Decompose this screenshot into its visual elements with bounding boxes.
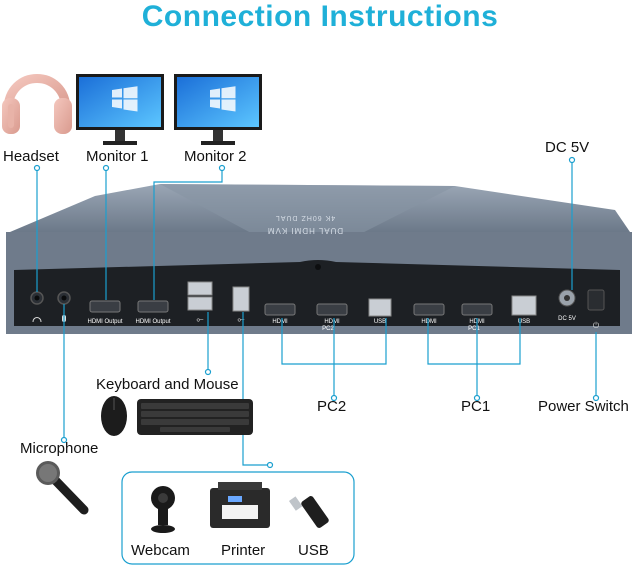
monitor-2-icon (174, 74, 262, 145)
microphone-jack[interactable] (57, 291, 71, 305)
usb-drive-icon (288, 496, 329, 528)
label-headset: Headset (3, 148, 59, 165)
keyboard-icon (137, 399, 253, 435)
pc1-usb-b-port[interactable] (511, 295, 537, 316)
usb-symbol-icon: ⟜ (196, 314, 203, 324)
label-microphone: Microphone (20, 440, 99, 457)
headset-jack[interactable] (30, 291, 44, 305)
pc2-group-label: PC2 (322, 326, 334, 332)
mouse-icon (101, 396, 127, 436)
power-switch-button[interactable] (587, 289, 605, 311)
monitor-1-icon (76, 74, 164, 145)
pc1-hdmi-port-2[interactable] (461, 303, 493, 316)
power-symbol-icon: ⏻ (593, 321, 600, 330)
hdmi-output-port-1[interactable] (89, 300, 121, 313)
usb-keyboard-mouse-ports[interactable] (187, 281, 213, 311)
label-webcam: Webcam (131, 542, 190, 559)
device-top-text-1: DUAL HDMI KVM (267, 226, 343, 235)
connector-lines (36, 160, 597, 466)
dc-port-label: DC 5V (558, 316, 576, 322)
label-power-switch: Power Switch (538, 398, 629, 415)
label-pc1: PC1 (461, 398, 491, 415)
label-monitor-1: Monitor 1 (86, 148, 149, 165)
microphone-icon (36, 461, 89, 515)
label-pc2: PC2 (317, 398, 347, 415)
pc1-group-label: PC1 (468, 326, 480, 332)
usb-device-port[interactable] (232, 286, 250, 312)
device-top-text-2: 4K 60HZ DUAL (275, 214, 335, 221)
pc1-usb-label: USB (518, 319, 530, 325)
label-dc-5v: DC 5V (545, 139, 590, 156)
connector-dots (33, 156, 600, 469)
headset-icon (2, 74, 72, 134)
pc2-usb-label: USB (374, 319, 386, 325)
pc2-hdmi-label-1: HDMI (272, 319, 288, 325)
label-keyboard-and-mouse: Keyboard and Mouse (96, 376, 239, 393)
pc2-usb-b-port[interactable] (368, 298, 392, 317)
pc1-hdmi-label-1: HDMI (421, 319, 437, 325)
label-monitor-2: Monitor 2 (184, 148, 247, 165)
hdmi-output-port-2[interactable] (137, 300, 169, 313)
label-printer: Printer (221, 542, 266, 559)
headphone-symbol-icon (32, 317, 42, 323)
hdmi-output-label-1: HDMI Output (87, 319, 122, 325)
label-usb: USB (298, 542, 329, 559)
pc2-hdmi-label-2: HDMI (324, 319, 340, 325)
dc-power-jack[interactable] (558, 289, 576, 307)
page-title: Connection Instructions (141, 0, 499, 33)
pc1-hdmi-port-1[interactable] (413, 303, 445, 316)
hdmi-output-label-2: HDMI Output (135, 319, 170, 325)
pc2-hdmi-port-2[interactable] (316, 303, 348, 316)
webcam-icon (151, 486, 175, 533)
usb-symbol-icon-2: ⟜ (237, 314, 244, 324)
printer-icon (210, 482, 270, 528)
pc2-hdmi-port-1[interactable] (264, 303, 296, 316)
